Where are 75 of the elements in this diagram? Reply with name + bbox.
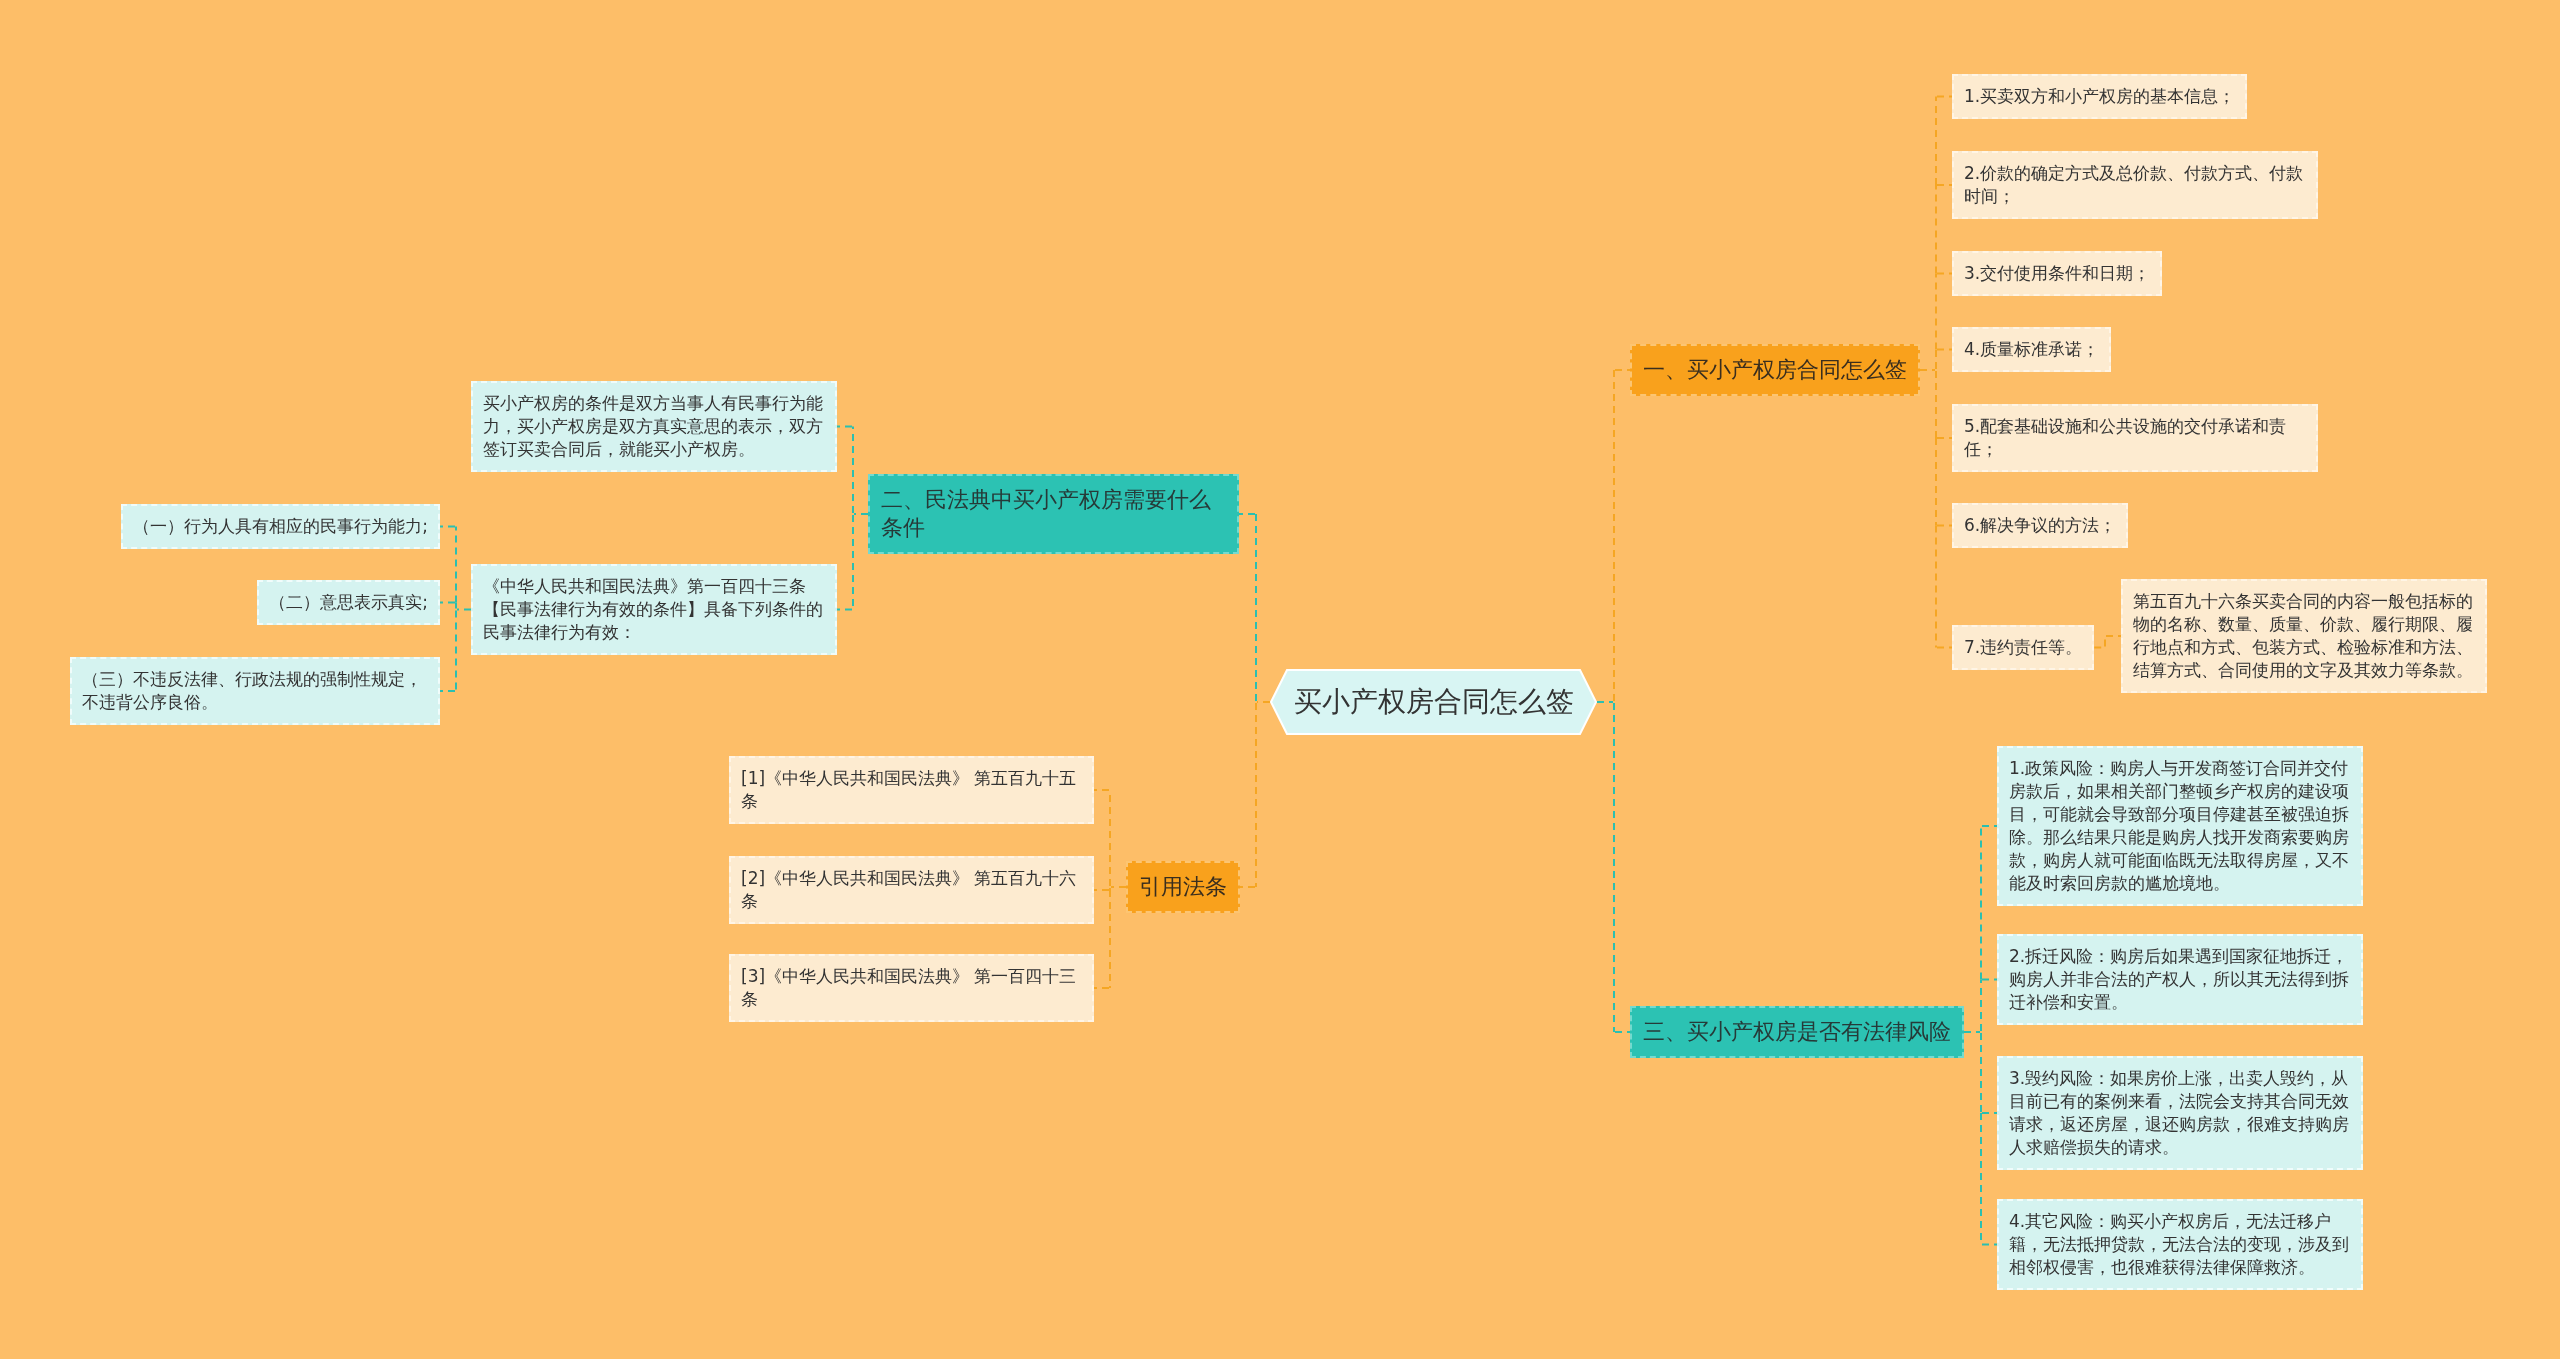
connector-line [1936,437,1953,439]
detail-card: [2]《中华人民共和国民法典》 第五百九十六条 [729,856,1094,924]
connector-line [1935,437,1937,527]
connector-line [1981,978,1998,981]
branch-topic: 引用法条 [1126,861,1240,913]
detail-card: 3.交付使用条件和日期； [1952,251,2163,296]
connector-line [1614,1031,1631,1033]
connector-line [1109,887,1111,891]
connector-line [852,425,854,514]
detail-card: （三）不违反法律、行政法规的强制性规定，不违背公序良俗。 [70,657,440,725]
connector-line [1613,702,1615,1033]
connector-line [455,525,457,604]
connector-line [1093,889,1110,891]
detail-card: 第五百九十六条买卖合同的内容一般包括标的物的名称、数量、质量、价款、履行期限、履行地点和方式、包装方式、检验标准和方法、结算方式、合同使用的文字及其效力等条款。 [2121,579,2487,693]
branch-topic: 三、买小产权房是否有法律风险 [1630,1006,1964,1058]
connector-line [1255,702,1257,888]
connector-line [1935,524,1937,649]
connector-line [1936,184,1953,186]
detail-card: 1.政策风险：购房人与开发商签订合同并交付房款后，如果相关部门整顿乡产权房的建设项目，可能就会导致部分项目停建甚至被强迫拆除。那么结果只能是购房人找开发商索要购房款，购房人就可能面临既无法取得房屋，又不能及时索回房款的尴尬境地。 [1997,746,2363,906]
detail-card: [1]《中华人民共和国民法典》 第五百九十五条 [729,756,1094,824]
connector-line [1919,369,1936,371]
connector-line [1936,524,1953,527]
branch-topic: 二、民法典中买小产权房需要什么条件 [868,474,1239,554]
connector-line [1935,370,1937,439]
connector-line [439,525,456,528]
connector-line [1981,825,1998,827]
connector-line [1935,272,1937,351]
connector-line [1093,789,1110,791]
connector-line [836,608,853,611]
connector-line [1239,886,1256,888]
detail-card: 2.拆迁风险：购房后如果遇到国家征地拆迁，购房人并非合法的产权人，所以其无法得到拆迁补偿和安置。 [1997,934,2363,1025]
connector-line [439,690,456,692]
connector-line [853,513,869,515]
detail-card: [3]《中华人民共和国民法典》 第一百四十三条 [729,954,1094,1022]
connector-line [1981,1112,1998,1114]
connector-line [1238,513,1256,515]
connector-line [1981,1243,1998,1246]
detail-card: 《中华人民共和国民法典》第一百四十三条【民事法律行为有效的条件】具备下列条件的民事法律行为有效： [471,564,837,655]
connector-line [836,425,853,428]
connector-line [1935,184,1937,275]
branch-topic: 一、买小产权房合同怎么签 [1630,344,1920,396]
detail-card: 7.违约责任等。 [1952,625,2095,670]
connector-line [455,601,457,610]
connector-line [1110,886,1127,888]
connector-line [456,608,472,611]
detail-card: （一）行为人具有相应的民事行为能力; [121,504,440,549]
connector-line [1255,513,1257,702]
detail-card: 2.价款的确定方式及总价款、付款方式、付款时间； [1952,151,2318,219]
detail-card: 4.质量标准承诺； [1952,327,2112,372]
detail-card: 3.毁约风险：如果房价上涨，出卖人毁约，从目前已有的案例来看，法院会支持其合同无效请求，返还房屋，退还购房款，很难支持购房人求赔偿损失的请求。 [1997,1056,2363,1170]
detail-card: 4.其它风险：购买小产权房后，无法迁移户籍，无法抵押贷款，无法合法的变现，涉及到相邻权侵害，也很难获得法律保障救济。 [1997,1199,2363,1290]
detail-card: 买小产权房的条件是双方当事人有民事行为能力，买小产权房是双方真实意思的表示，双方签订买卖合同后，就能买小产权房。 [471,381,837,472]
connector-line [1093,987,1110,989]
connector-line [1613,369,1615,702]
detail-card: （二）意思表示真实; [257,580,440,625]
connector-line [1936,272,1953,275]
connector-line [439,601,456,604]
detail-card: 5.配套基础设施和公共设施的交付承诺和责任； [1952,404,2318,472]
detail-card: 6.解决争议的方法； [1952,503,2129,548]
connector-line [1935,95,1937,186]
connector-line [1596,701,1614,703]
connector-line [1109,889,1111,989]
connector-line [1963,1031,1981,1033]
central-topic-hexagon: 买小产权房合同怎么签 [1270,669,1597,735]
connector-line [1980,978,1982,1032]
connector-line [2105,635,2122,637]
connector-line [1936,646,1953,649]
connector-line [455,609,457,692]
connector-line [1614,369,1631,371]
connector-line [1935,348,1937,370]
connector-line [1936,348,1953,351]
connector-line [1936,95,1953,98]
detail-card: 1.买卖双方和小产权房的基本信息； [1952,74,2248,119]
connector-line [1256,701,1271,703]
connector-line [1980,1032,1982,1114]
